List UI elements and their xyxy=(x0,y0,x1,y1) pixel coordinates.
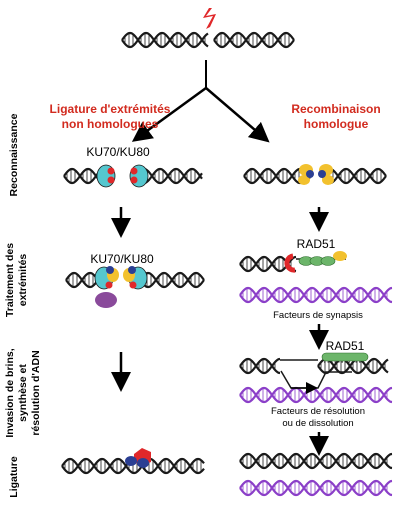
dna-strand-2 xyxy=(139,271,205,289)
ku-label-mid: KU70/KU80 xyxy=(90,252,154,266)
step-processing-2: extrémités xyxy=(17,254,29,307)
rad51-filament-1 xyxy=(284,251,347,273)
ku-complex-left xyxy=(96,164,116,188)
dna-helix-broken-top xyxy=(121,31,209,49)
step-invasion-2: synthèse et xyxy=(17,364,29,422)
hr-title-2: homologue xyxy=(304,117,369,131)
step-processing-1: Traitement des xyxy=(4,243,16,317)
dna-helix-homolog-repaired xyxy=(239,479,393,497)
dna-strand-2 xyxy=(239,452,393,470)
dna-strand-2 xyxy=(121,31,209,49)
ligase-complex xyxy=(125,448,151,468)
rad51-label-mid: RAD51 xyxy=(326,339,365,353)
dna-helix-nhej-2-right xyxy=(139,271,205,289)
dna-strand-1 xyxy=(317,357,389,375)
dna-helix-hr-2-left xyxy=(239,255,297,273)
arrow-left xyxy=(131,86,207,142)
dna-helix-hr-repaired xyxy=(239,452,393,470)
hr-title-1: Recombinaison xyxy=(291,102,380,116)
processing-complex xyxy=(94,266,148,308)
rad51-label-top: RAD51 xyxy=(297,237,336,251)
dna-helix-hr-3-left xyxy=(239,357,281,375)
resolution-label-1: Facteurs de résolution xyxy=(271,406,365,417)
dna-helix-hr-1-left xyxy=(243,167,311,185)
dna-strand-1 xyxy=(239,286,393,304)
dna-strand-1 xyxy=(239,357,281,375)
dna-strand-2 xyxy=(239,479,393,497)
mrn-complex-right xyxy=(318,164,334,185)
dna-strand-1 xyxy=(239,386,393,404)
ku-label-top: KU70/KU80 xyxy=(86,145,150,159)
dna-strand-1 xyxy=(121,31,209,49)
lightning-icon xyxy=(203,8,216,29)
dna-helix-broken-top-right xyxy=(213,31,295,49)
dna-strand-2 xyxy=(213,31,295,49)
dna-strand-1 xyxy=(61,457,205,475)
d-loop-strand xyxy=(280,370,352,389)
dna-strand-1 xyxy=(239,452,393,470)
nhej-title-2: non homologues xyxy=(62,117,159,131)
step-ligation: Ligature xyxy=(8,456,20,498)
dna-strand-2 xyxy=(243,167,311,185)
nhej-title-1: Ligature d'extrémités xyxy=(50,102,171,116)
mrn-complex-left xyxy=(298,164,314,185)
step-invasion-3: résolution d'ADN xyxy=(30,350,42,435)
dna-helix-homolog-1 xyxy=(239,286,393,304)
step-invasion-1: Invasion de brins, xyxy=(4,348,16,437)
dna-helix-homolog-2 xyxy=(239,386,393,404)
rad51-filament-2 xyxy=(321,352,369,363)
dna-strand-1 xyxy=(213,31,295,49)
dna-strand-1 xyxy=(239,479,393,497)
synapsis-label: Facteurs de synapsis xyxy=(273,310,363,321)
step-recognition: Reconnaissance xyxy=(8,113,20,196)
arrow-right xyxy=(205,87,270,143)
ku-complex-right xyxy=(129,164,149,188)
dna-strand-2 xyxy=(239,286,393,304)
resolution-label-2: ou de dissolution xyxy=(282,418,353,429)
dna-strand-1 xyxy=(243,167,311,185)
dna-strand-2 xyxy=(239,357,281,375)
dna-helix-hr-3-right xyxy=(317,357,389,375)
